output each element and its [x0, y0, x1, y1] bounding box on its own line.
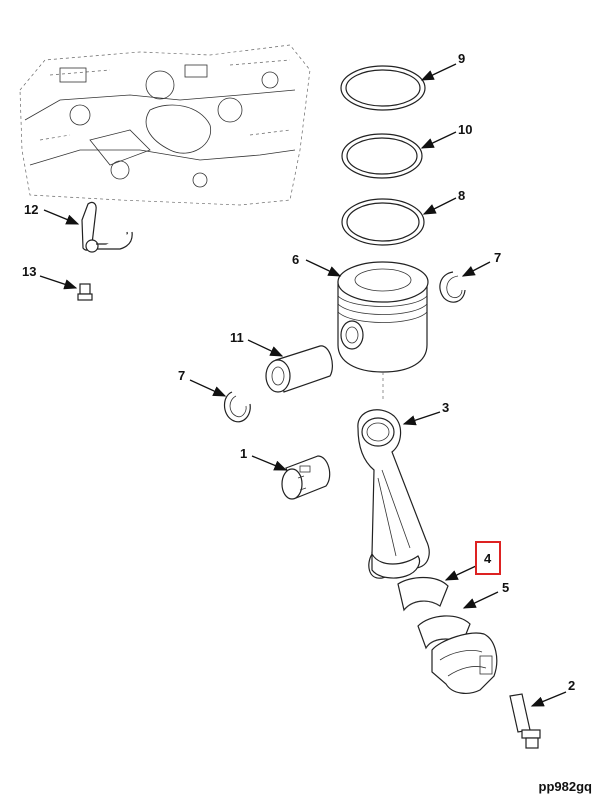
piston-ring-oil-control — [341, 198, 425, 246]
callout-2: 2 — [568, 678, 575, 693]
piston — [337, 261, 429, 373]
callout-13: 13 — [22, 264, 36, 279]
connecting-rod — [357, 409, 430, 579]
piston-ring-top — [340, 65, 426, 111]
snap-ring-left — [223, 391, 251, 423]
callout-9: 9 — [458, 51, 465, 66]
snap-ring-right — [439, 271, 466, 303]
callout-6: 6 — [292, 252, 299, 267]
callout-7-right: 7 — [494, 250, 501, 265]
figure-reference-code: pp982gq — [538, 779, 592, 794]
callout-5: 5 — [502, 580, 509, 595]
piston-cooling-nozzle — [81, 201, 133, 253]
piston-pin — [265, 345, 333, 393]
callout-3: 3 — [442, 400, 449, 415]
callout-12: 12 — [24, 202, 38, 217]
callout-10: 10 — [458, 122, 472, 137]
bearing-shell-upper — [397, 576, 449, 612]
callout-4-highlight: 4 — [475, 541, 501, 575]
connecting-rod-cap — [431, 632, 498, 694]
callout-8: 8 — [458, 188, 465, 203]
callout-11: 11 — [230, 330, 244, 345]
rod-cap-bolt — [509, 693, 541, 749]
nozzle-bolt — [77, 283, 93, 301]
connecting-rod-bushing — [281, 455, 331, 500]
callout-4: 4 — [484, 551, 492, 566]
piston-ring-middle — [341, 133, 423, 179]
callout-1: 1 — [240, 446, 247, 461]
leader-lines — [39, 63, 567, 707]
callout-7-left: 7 — [178, 368, 185, 383]
engine-block-illustration — [19, 44, 311, 206]
